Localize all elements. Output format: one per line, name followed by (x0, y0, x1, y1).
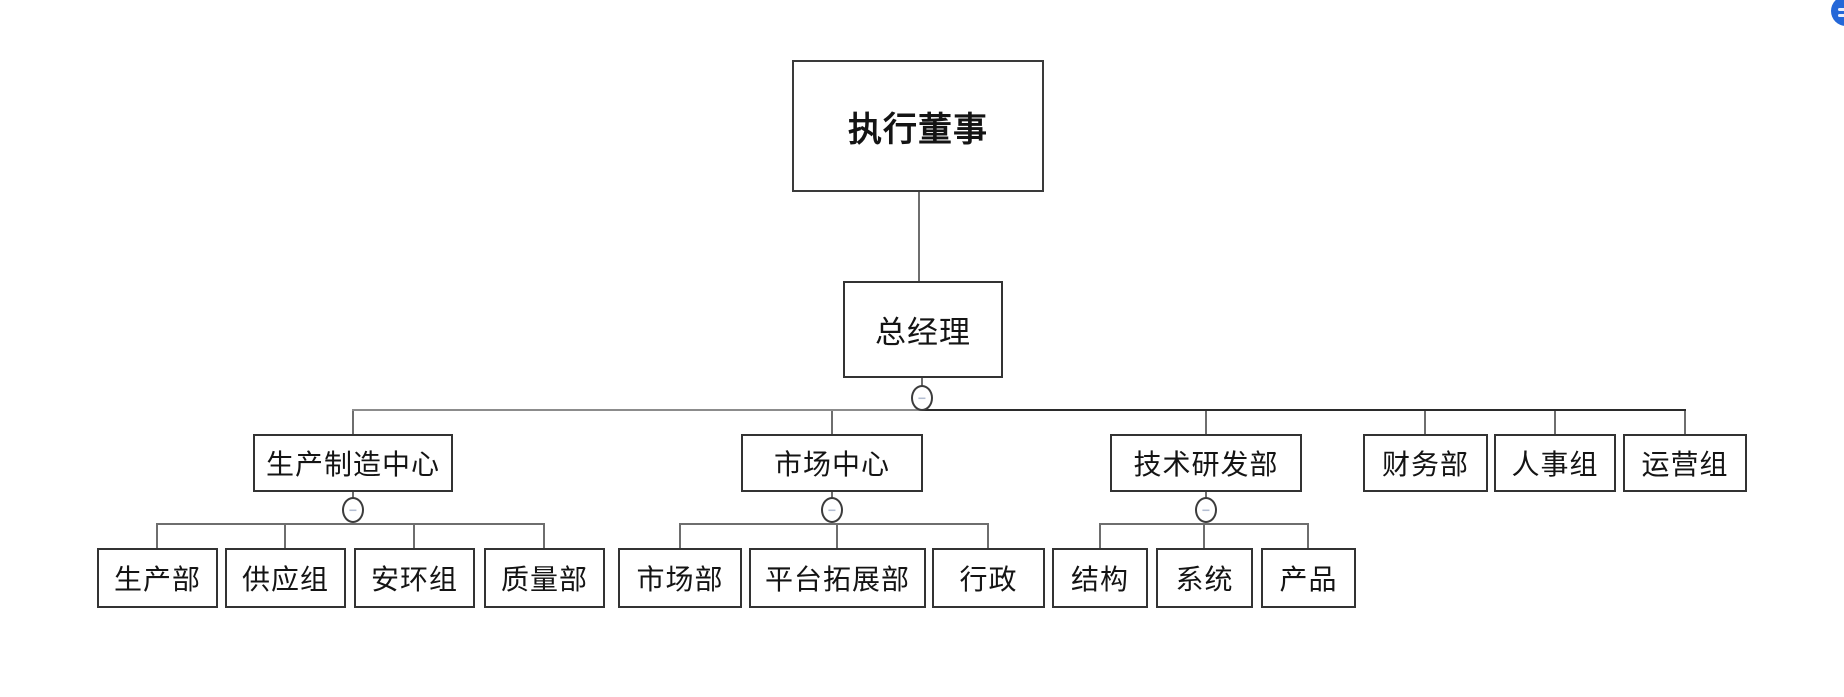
connector-drop-platform-expansion-dept (836, 525, 838, 548)
org-node-marketing-dept[interactable]: 市场部 (618, 548, 742, 608)
connector-market-stub (831, 492, 833, 499)
org-node-structure-team[interactable]: 结构 (1052, 548, 1148, 608)
org-node-administration[interactable]: 行政 (932, 548, 1045, 608)
org-node-finance-dept[interactable]: 财务部 (1363, 434, 1488, 492)
org-node-rnd-dept[interactable]: 技术研发部 (1110, 434, 1302, 492)
org-node-operations-group[interactable]: 运营组 (1623, 434, 1747, 492)
org-node-production-center[interactable]: 生产制造中心 (253, 434, 453, 492)
floating-widget-button[interactable] (1831, 0, 1844, 26)
org-node-safety-env-group[interactable]: 安环组 (354, 548, 475, 608)
connector-drop-rnd-dept (1205, 411, 1207, 434)
connector-drop-quality-dept (543, 525, 545, 548)
org-node-market-center[interactable]: 市场中心 (741, 434, 923, 492)
connector-main-rail-right (922, 409, 1686, 411)
connector-drop-administration (987, 525, 989, 548)
collapse-toggle-rnd-dept[interactable]: − (1195, 497, 1217, 523)
connector-gm-stub (921, 378, 923, 387)
widget-icon (1838, 8, 1844, 11)
collapse-toggle-production-center[interactable]: − (342, 497, 364, 523)
connector-drop-hr-group (1554, 411, 1556, 434)
org-node-product-team[interactable]: 产品 (1261, 548, 1356, 608)
connector-main-rail-left (352, 409, 922, 411)
org-node-supply-group[interactable]: 供应组 (225, 548, 346, 608)
org-node-platform-expansion-dept[interactable]: 平台拓展部 (749, 548, 926, 608)
org-node-executive-director[interactable]: 执行董事 (792, 60, 1044, 192)
connector-drop-market-center (831, 411, 833, 434)
org-node-system-team[interactable]: 系统 (1156, 548, 1253, 608)
connector-drop-product-team (1307, 525, 1309, 548)
connector-drop-safety-env-group (413, 525, 415, 548)
connector-drop-supply-group (284, 525, 286, 548)
connector-drop-production-center (352, 411, 354, 434)
org-node-quality-dept[interactable]: 质量部 (484, 548, 605, 608)
connector-drop-operations-group (1684, 411, 1686, 434)
collapse-toggle-general-manager[interactable]: − (911, 385, 933, 411)
connector-drop-production-dept (156, 525, 158, 548)
connector-drop-finance-dept (1424, 411, 1426, 434)
connector-production-stub (352, 492, 354, 499)
connector-rnd-stub (1205, 492, 1207, 499)
connector-drop-system-team (1203, 525, 1205, 548)
org-node-hr-group[interactable]: 人事组 (1494, 434, 1616, 492)
connector-market-rail (679, 523, 989, 525)
connector-drop-structure-team (1099, 525, 1101, 548)
connector-root-to-gm (918, 192, 920, 281)
org-node-general-manager[interactable]: 总经理 (843, 281, 1003, 378)
org-node-production-dept[interactable]: 生产部 (97, 548, 218, 608)
connector-production-rail (156, 523, 545, 525)
collapse-toggle-market-center[interactable]: − (821, 497, 843, 523)
connector-rnd-rail (1099, 523, 1309, 525)
connector-drop-marketing-dept (679, 525, 681, 548)
